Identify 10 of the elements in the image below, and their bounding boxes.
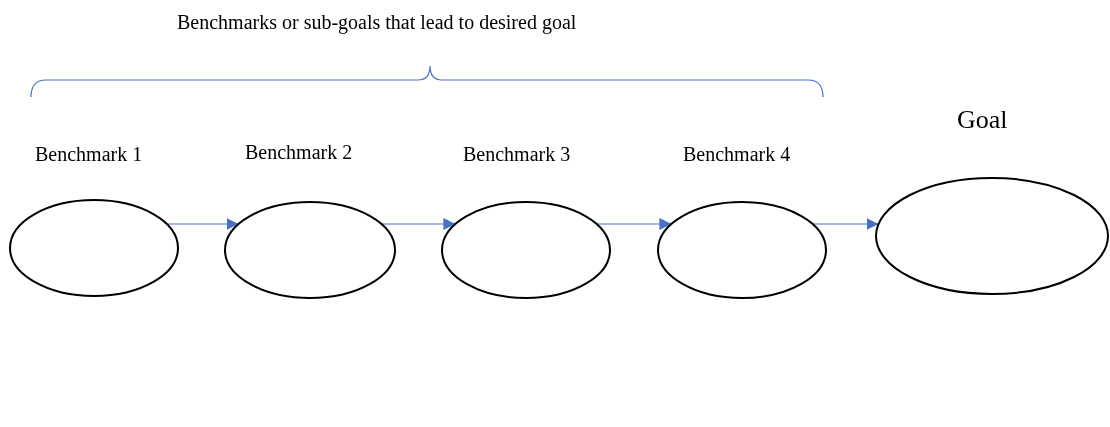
node-label: Benchmark 2 <box>245 140 353 164</box>
arrow <box>380 218 456 230</box>
node-label: Benchmark 4 <box>683 142 791 166</box>
heading-text: Benchmarks or sub-goals that lead to desired goal <box>177 12 577 32</box>
node-label: Benchmark 1 <box>35 142 143 166</box>
node-label: Benchmark 3 <box>463 142 571 166</box>
arrow <box>812 218 880 230</box>
node-label: Goal <box>957 104 1008 136</box>
arrow <box>596 218 672 230</box>
arrow <box>166 218 240 230</box>
